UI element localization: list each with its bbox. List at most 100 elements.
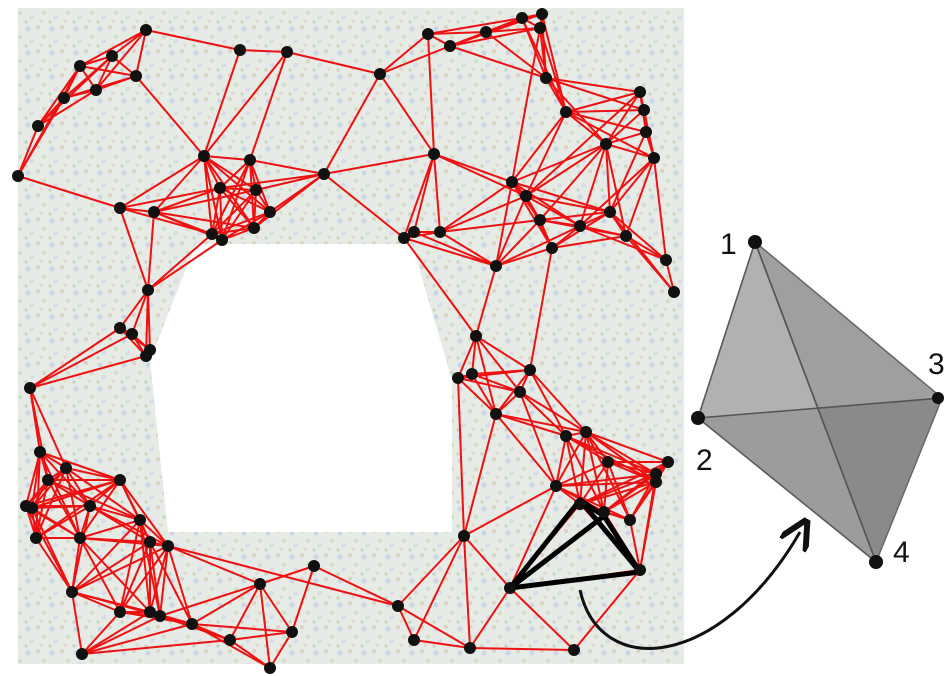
network-node [74, 60, 86, 72]
network-node [140, 24, 152, 36]
network-node [634, 86, 646, 98]
network-node [444, 40, 456, 52]
network-node [604, 206, 616, 218]
network-node [560, 106, 572, 118]
network-node [106, 50, 118, 62]
network-node [550, 480, 562, 492]
tetra-label-1: 1 [720, 228, 737, 261]
network-node [224, 634, 236, 646]
network-node [126, 328, 138, 340]
network-node [66, 586, 78, 598]
network-node [506, 176, 518, 188]
network-node [662, 456, 674, 468]
network-node [214, 182, 226, 194]
network-node [568, 644, 580, 656]
network-node [74, 532, 86, 544]
network-node [580, 426, 592, 438]
tetra-vertex-2 [691, 411, 705, 425]
network-node [186, 618, 198, 630]
network-node [536, 8, 548, 20]
tetra-vertex-1 [748, 235, 762, 249]
network-node [248, 222, 260, 234]
network-node [638, 104, 650, 116]
network-node [264, 662, 276, 674]
network-node [480, 26, 492, 38]
network-node [42, 474, 54, 486]
network-node [668, 286, 680, 298]
network-node [281, 46, 293, 58]
network-node [30, 532, 42, 544]
network-node [308, 560, 320, 572]
network-node [114, 474, 126, 486]
network-node [34, 446, 46, 458]
network-node [198, 150, 210, 162]
hole-region [150, 244, 452, 532]
network-node [84, 500, 96, 512]
network-node [24, 382, 36, 394]
network-node [60, 462, 72, 474]
network-node [318, 168, 330, 180]
network-node [490, 260, 502, 272]
tetrahedron: 1 2 3 4 [691, 228, 944, 569]
network-node [234, 44, 246, 56]
network-node [216, 234, 228, 246]
network-node [134, 514, 146, 526]
network-node [264, 206, 276, 218]
network-node [560, 430, 572, 442]
network-node [634, 564, 646, 576]
network-node [490, 408, 502, 420]
network-node [422, 28, 434, 40]
network-node [76, 648, 88, 660]
network-node [648, 152, 660, 164]
network-node [408, 634, 420, 646]
network-node [250, 184, 262, 196]
network-node [144, 344, 156, 356]
network-node [162, 540, 174, 552]
network-node [600, 138, 612, 150]
tetra-vertex-3 [932, 392, 944, 404]
network-node [32, 120, 44, 132]
network-node [546, 242, 558, 254]
network-node [540, 72, 552, 84]
network-node [148, 206, 160, 218]
network-node [620, 230, 632, 242]
network-node [26, 502, 38, 514]
network-node [534, 22, 546, 34]
network-node [598, 506, 610, 518]
network-node [520, 190, 532, 202]
network-node [534, 214, 546, 226]
network-node [650, 476, 662, 488]
network-node [408, 226, 420, 238]
network-node [458, 530, 470, 542]
network-node [90, 84, 102, 96]
network-node [428, 148, 440, 160]
network-node [114, 606, 126, 618]
network-node [574, 498, 586, 510]
network-node [660, 254, 672, 266]
network-node [470, 330, 482, 342]
network-node [640, 126, 652, 138]
tetra-vertex-4 [869, 555, 883, 569]
network-node [206, 228, 218, 240]
network-node [374, 68, 386, 80]
network-node [516, 12, 528, 24]
network-node [466, 368, 478, 380]
network-node [574, 220, 586, 232]
network-node [392, 600, 404, 612]
network-node [114, 322, 126, 334]
tetra-label-3: 3 [928, 348, 944, 381]
tetra-label-4: 4 [893, 536, 910, 569]
network-node [524, 364, 536, 376]
network-node [286, 626, 298, 638]
network-node [398, 232, 410, 244]
network-node [624, 514, 636, 526]
network-node [142, 284, 154, 296]
network-node [452, 372, 464, 384]
network-node [12, 170, 24, 182]
network-node [114, 202, 126, 214]
network-node [504, 582, 516, 594]
network-node [58, 92, 70, 104]
network-node [434, 226, 446, 238]
network-node [244, 154, 256, 166]
